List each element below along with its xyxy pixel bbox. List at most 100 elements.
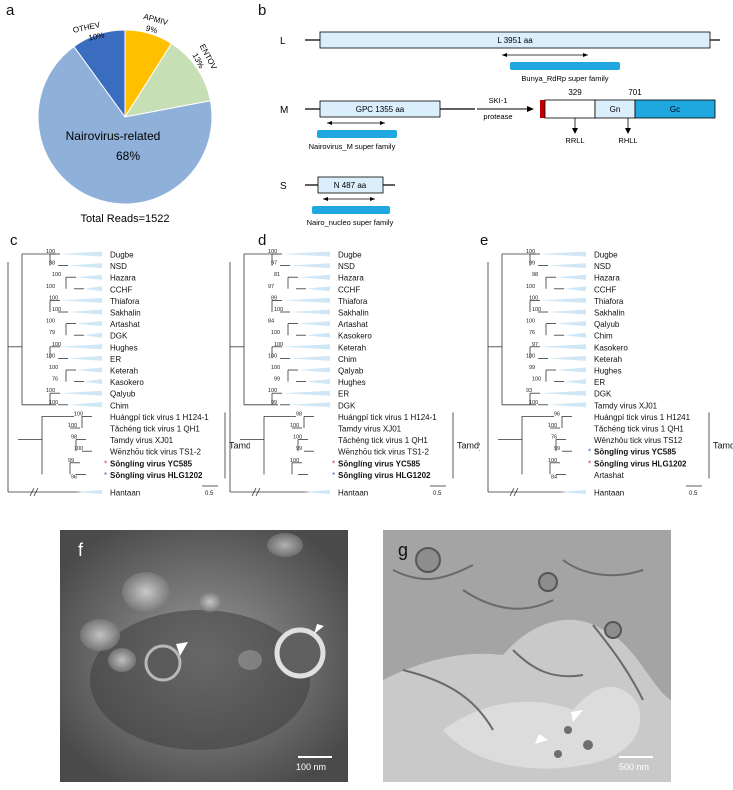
bootstrap-value: 100 [49,400,58,406]
bootstrap-value: 100 [274,342,283,348]
panel-label-e: e [480,232,489,249]
taxon-label: DGK [594,390,612,399]
clade-triangle [60,251,102,257]
bootstrap-value: 84 [268,319,274,325]
bootstrap-value: 100 [52,342,61,348]
taxon-label: Sōnglíng virus HLG1202 [594,459,687,468]
clade-triangle [68,355,102,361]
taxon-label: Sōnglíng virus YC585 [338,459,421,468]
bootstrap-value: 76 [52,377,58,383]
taxon-label: Hantaan [110,489,140,498]
taxon-label: Tamdy virus XJ01 [594,401,658,410]
bootstrap-value: 100 [46,319,55,325]
clade-triangle [306,332,330,338]
clade-triangle [548,309,586,315]
taxon-label: Sōnglíng virus HLG1202 [338,471,431,480]
clade-triangle [540,297,586,303]
taxon-label: Chim [110,401,129,410]
domain-S-bar [312,206,390,214]
clade-triangle [298,321,330,327]
clade-triangle [306,379,330,385]
clade-triangle [68,402,102,408]
tamdy-group-label: Tamdy [713,440,733,450]
bootstrap-value: 100 [268,388,277,394]
bootstrap-value: 100 [290,458,299,464]
segment-L-label: L [280,36,286,47]
bootstrap-value: 100 [532,307,541,313]
panel-label-g: g [398,540,409,560]
clade-triangle [564,286,586,292]
bootstrap-value: 100 [46,388,55,394]
panel-label-c: c [10,232,18,249]
domain-M-label: Nairovirus_M super family [309,142,396,151]
clade-triangle [68,309,102,315]
clade-triangle [290,402,330,408]
clade-triangle [548,402,586,408]
bootstrap-value: 98 [296,411,302,417]
bootstrap-value: 97 [532,342,538,348]
panel-label-a: a [6,2,15,19]
blue-star-marker: * [332,471,335,480]
taxon-label: Qalyub [110,390,136,399]
bootstrap-value: 100 [529,400,538,406]
protein-S-label: N 487 aa [334,181,367,190]
bootstrap-value: 99 [296,446,302,452]
position-701: 701 [628,88,642,97]
pie-label-othev-pct: 10% [88,30,106,42]
bootstrap-value: 99 [274,377,280,383]
pie-slice-entov [123,42,212,118]
tree-scale-label: 0.5 [433,491,442,497]
blue-star-marker: * [588,448,591,457]
domain-S-arrowhead-left [323,197,328,201]
scale-label-f: 100 nm [296,762,327,772]
clade-triangle [540,390,586,396]
micrograph-f: 100 nm [60,530,348,782]
clade-triangle [556,274,586,280]
segment-S-label: S [280,181,287,192]
bootstrap-value: 100 [274,307,283,313]
bootstrap-value: 96 [71,474,77,480]
clade-triangle [548,263,586,269]
clade-triangle [290,309,330,315]
taxon-label: Hughes [338,378,366,387]
micrograph-g: 500 nm [383,530,671,782]
pie-chart: Nairovirus-related 68% OTHEV 10% APMIV 9… [37,12,219,225]
protein-L-label: L 3951 aa [497,36,533,45]
domain-S-label: Nairo_nucleo super family [307,218,394,227]
taxon-label: DGK [110,332,128,341]
bootstrap-value: 100 [268,249,277,255]
taxon-label: Dugbe [594,251,618,260]
clade-triangle [298,274,330,280]
taxon-label: Sōnglíng virus YC585 [110,459,193,468]
mucin-region [544,99,596,119]
bootstrap-value: 99 [529,365,535,371]
panel-label-d: d [258,232,267,249]
taxon-label: Wēnzhōu tick virus TS12 [594,436,683,445]
taxon-label: Huángpí tick virus 1 H124-1 [338,413,437,422]
bootstrap-value: 100 [529,295,538,301]
micrograph-g-image [383,530,671,782]
taxon-label: Artashat [338,320,369,329]
taxon-label: NSD [338,262,355,271]
taxon-label: Sōnglíng virus YC585 [594,448,677,457]
bootstrap-value: 100 [526,319,535,325]
clade-triangle [60,297,102,303]
clade-triangle [540,251,586,257]
bootstrap-value: 99 [554,446,560,452]
bootstrap-value: 100 [49,295,58,301]
blue-star-marker: * [104,471,107,480]
site-label-2: RHLL [618,136,637,145]
bootstrap-value: 79 [49,330,55,336]
bootstrap-value: 89 [271,295,277,301]
taxon-label: CCHF [594,285,616,294]
panel-label-f: f [78,540,84,560]
bootstrap-value: 100 [271,330,280,336]
taxon-label: NSD [594,262,611,271]
clade-triangle [282,251,330,257]
panel-label-b: b [258,2,267,19]
taxon-label: Sakhalin [594,309,625,318]
bootstrap-value: 99 [68,458,74,464]
clade-triangle [290,263,330,269]
bootstrap-value: 98 [71,435,77,441]
site-arrowhead-2 [625,128,631,134]
